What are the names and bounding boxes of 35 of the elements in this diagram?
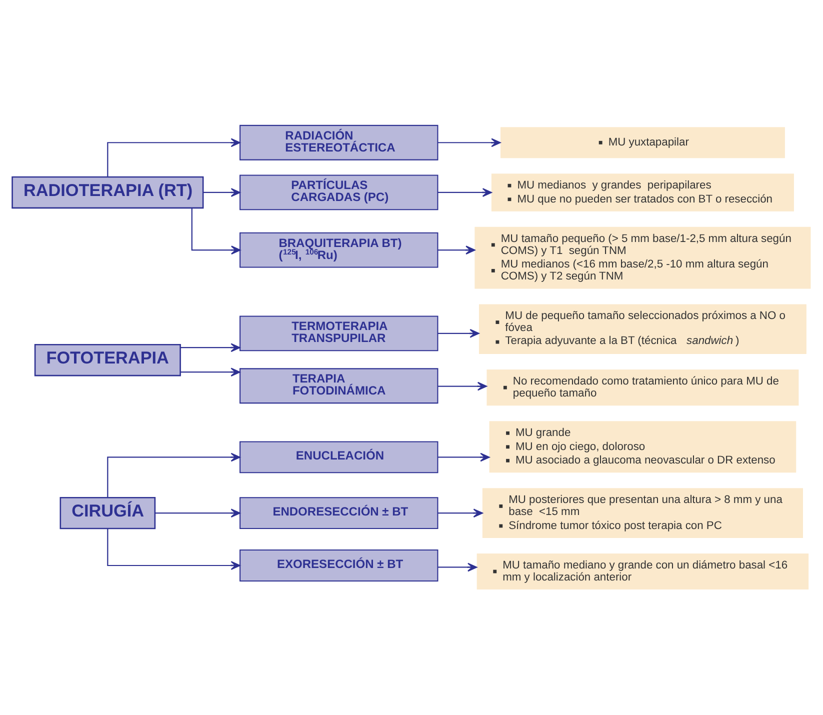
node-box: MU posteriores que presentan una altura > 8 mm y una base <15 mm Síndrome tumor tóxico post terapia con PC xyxy=(482,488,803,538)
node-box: ENDORESECCIÓN ± BT xyxy=(240,497,438,530)
node-box: RADIOTERAPIA (RT) xyxy=(12,176,204,209)
node-box: TERMOTERAPIA TRANSPUPILAR xyxy=(240,316,438,352)
node-box: MU grande MU en ojo ciego, doloroso MU asociado a glaucoma neovascular o DR extenso xyxy=(489,421,796,473)
arrow xyxy=(180,368,240,377)
arrow xyxy=(438,382,488,391)
arrow xyxy=(107,138,240,177)
arrow xyxy=(180,343,240,352)
arrow xyxy=(438,246,476,254)
arrow xyxy=(203,188,240,197)
arrow xyxy=(438,138,501,148)
node-box: No recomendado como tratamiento único para MU de pequeño tamaño xyxy=(486,370,799,406)
node-box: PARTÍCULAS CARGADAS (PC) xyxy=(240,174,438,210)
node-box: MU medianos y grandes peripapilares MU que no pueden ser tratados con BT o resección xyxy=(491,174,794,212)
arrow xyxy=(438,329,480,338)
arrow xyxy=(107,528,240,570)
node-box: MU tamaño pequeño (> 5 mm base/1-2,5 mm altura según COMS) y T1 según TNM MU medianos (<16 mm base/2,5 -10 mm altura según COMS) y T2 según TNM xyxy=(474,226,811,289)
arrow xyxy=(107,452,240,498)
arrow xyxy=(438,188,492,197)
node-box: MU tamaño mediano y grande con un diámetro basal <16 mm y localización anterior xyxy=(476,553,809,590)
arrow xyxy=(438,562,478,572)
arrow xyxy=(191,208,241,254)
arrow xyxy=(438,452,490,462)
node-box: CIRUGÍA xyxy=(60,496,156,530)
node-box: EXORESECCIÓN ± BT xyxy=(240,550,438,582)
node-box: MU de pequeño tamaño seleccionados próximos a NO o fóvea Terapia adyuvante a la BT (técnica sandwich) xyxy=(478,304,806,354)
node-box: BRAQUITERAPIA BT) ($^{125}$I, $^{106}$Ru) xyxy=(240,232,438,268)
node-box: FOTOTERAPIA xyxy=(34,344,181,376)
arrow xyxy=(438,508,483,518)
node-box: MU yuxtapapilar xyxy=(500,127,785,158)
arrow xyxy=(155,508,240,518)
node-box: ENUCLEACIÓN xyxy=(240,441,438,474)
node-box: RADIACIÓN ESTEREOTÁCTICA xyxy=(240,124,438,160)
node-box: TERAPIA FOTODINÁMICA xyxy=(240,368,438,404)
